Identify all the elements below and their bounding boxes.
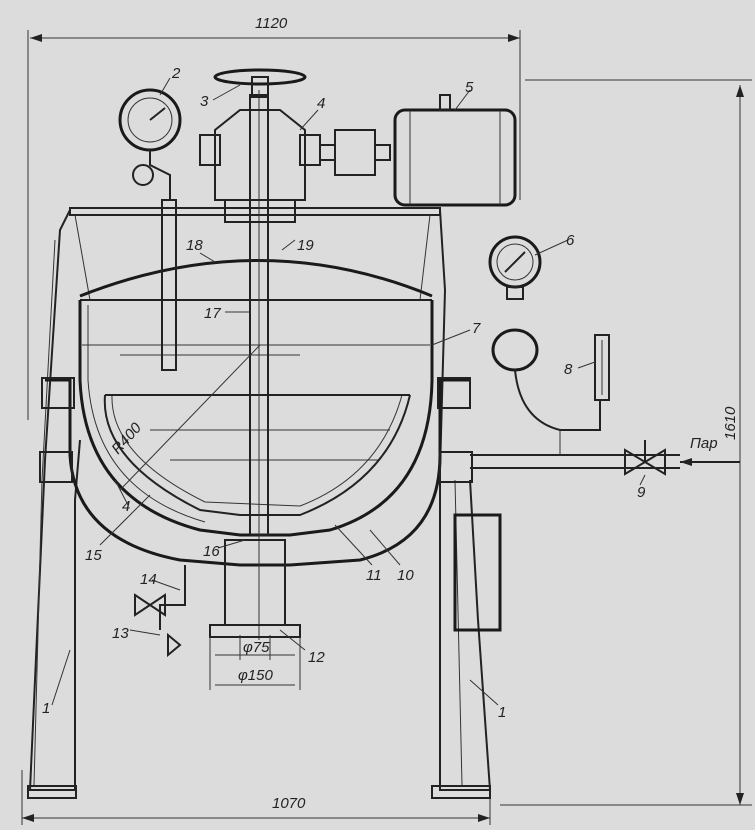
sight-glass [594, 334, 610, 401]
part-label-2: 2 [171, 65, 181, 82]
part-label-14: 14 [140, 571, 157, 588]
lid [79, 259, 433, 301]
dimension-top-width [27, 30, 521, 420]
part-label-3: 3 [200, 93, 209, 110]
part-label-6: 6 [566, 232, 575, 249]
part-label-17: 17 [204, 305, 221, 322]
right-leg [431, 209, 492, 799]
part-label-19: 19 [297, 237, 314, 254]
jacket-outer [39, 377, 473, 567]
radius-leader [119, 344, 261, 491]
part-label-18: 18 [186, 237, 203, 254]
pressure-gauge [488, 235, 542, 372]
bottom-outlet [209, 539, 301, 690]
top-frame [69, 207, 441, 301]
coupling [319, 129, 391, 176]
part-label-7: 7 [472, 320, 481, 337]
electric-motor [393, 94, 517, 207]
part-label-15: 15 [85, 547, 102, 564]
bore-small-label: φ75 [243, 639, 270, 656]
drain-valve [134, 565, 186, 658]
part-label-10: 10 [397, 567, 414, 584]
anchor-stirrer [103, 394, 411, 516]
steam-piping [470, 369, 680, 469]
steam-label: Пар [690, 435, 718, 452]
part-label-8: 8 [564, 361, 573, 378]
dimension-bottom-width [21, 770, 491, 825]
part-label-11: 11 [366, 567, 382, 584]
left-leg [27, 209, 81, 799]
part-label-13: 13 [112, 625, 129, 642]
part-label-5: 5 [465, 79, 474, 96]
bore-large-label: φ150 [238, 667, 273, 684]
dimension-height [500, 79, 752, 806]
part-label-1-right: 1 [498, 704, 506, 721]
part-label-1-left: 1 [42, 700, 50, 717]
part-label-4-top: 4 [317, 95, 325, 112]
dim-top-width-label: 1120 [255, 15, 288, 32]
control-box [453, 513, 502, 632]
dim-height-label: 1610 [722, 406, 739, 440]
steam-inlet-arrow [680, 458, 740, 466]
inner-bowl [78, 300, 434, 537]
steam-valve [624, 440, 666, 476]
part-label-4-lower: 4 [122, 498, 130, 515]
part-label-9: 9 [637, 484, 646, 501]
handwheel [213, 68, 307, 98]
thermometer [118, 88, 182, 371]
part-label-16: 16 [203, 543, 220, 560]
central-shaft [249, 90, 269, 640]
part-label-12: 12 [308, 649, 325, 666]
gearbox [199, 109, 321, 223]
dim-bottom-width-label: 1070 [272, 795, 306, 812]
